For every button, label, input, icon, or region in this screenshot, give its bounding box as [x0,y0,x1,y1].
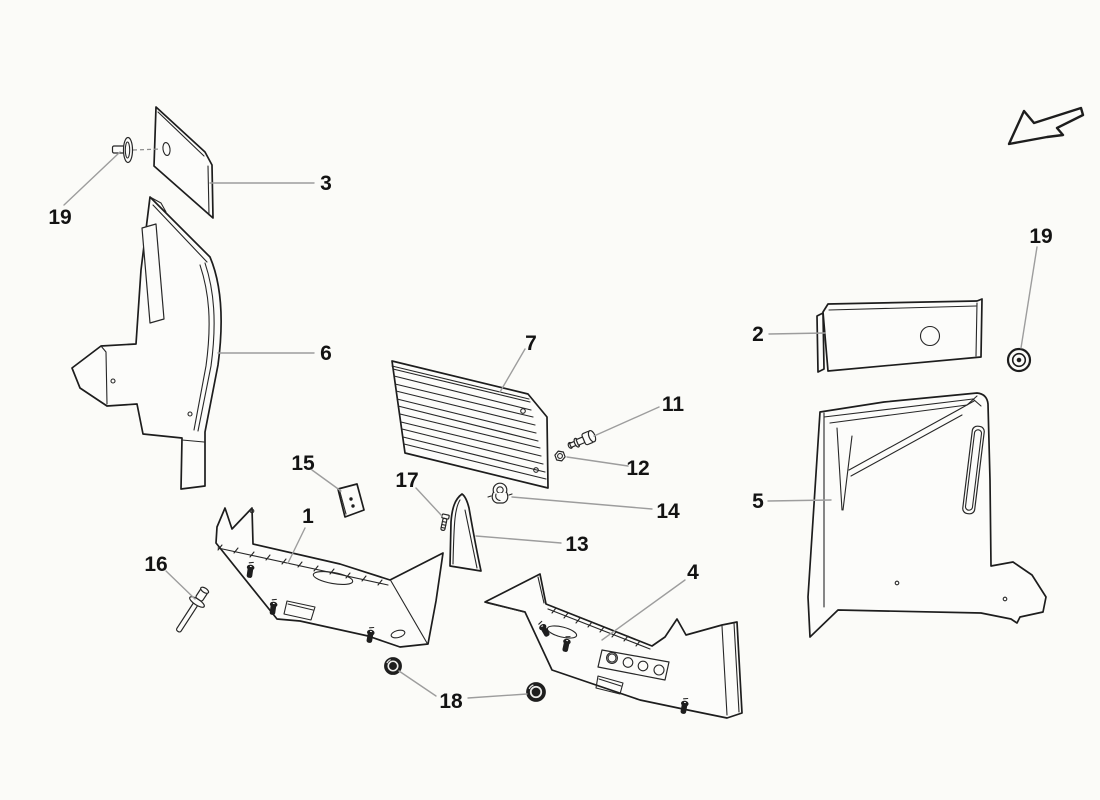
leader-5 [767,499,832,502]
leader-14 [511,496,653,510]
part-1-drawing [215,507,444,648]
callout-19-right: 19 [1029,225,1052,248]
part-14-drawing [487,482,513,504]
leader-15 [311,469,342,492]
callout-13: 13 [565,533,588,556]
callout-labels: 19 3 6 7 11 12 14 13 15 17 1 16 4 18 2 1… [48,172,1052,713]
part-11-drawing [567,429,597,449]
leader-2 [768,332,826,335]
leader-7 [499,348,526,393]
callout-1: 1 [302,505,314,528]
leader-13 [475,535,562,544]
callout-18: 18 [439,690,463,713]
callout-15: 15 [291,452,315,475]
part-2-drawing [816,298,983,373]
part-16-drawing [176,586,210,633]
callout-3: 3 [320,172,332,195]
part-5-drawing [807,392,1047,638]
part-19-left-fastener-drawing [111,136,134,164]
leader-16 [165,570,196,600]
part-6-drawing [71,196,222,490]
callout-6: 6 [320,342,332,365]
leader-18-right [467,693,528,699]
callout-14: 14 [656,500,680,523]
leader-lines [63,151,1038,699]
direction-arrow-icon [1007,106,1085,146]
callout-16: 16 [144,553,167,576]
leader-4 [601,579,686,641]
callout-12: 12 [626,457,649,480]
callout-2: 2 [752,323,764,346]
leader-11 [593,406,660,437]
callout-7: 7 [525,332,537,355]
part-17-drawing [440,513,450,531]
leader-19-right [1020,246,1038,349]
leader-12 [566,456,629,467]
part-13-drawing [449,493,482,572]
part-3-drawing [132,106,214,219]
leader-18-left [398,670,437,697]
callout-19-left: 19 [48,206,71,229]
part-19-right-grommet-drawing [1006,347,1032,373]
callout-4: 4 [687,561,699,584]
part-4-drawing [484,573,743,719]
leader-17 [415,487,443,517]
part-12-drawing [554,450,566,462]
callout-5: 5 [752,490,764,513]
leader-19-left [63,151,121,206]
part-15-drawing [337,483,365,518]
part-7-drawing [391,360,549,489]
leader-1 [287,527,306,564]
callout-11: 11 [662,393,685,416]
callout-17: 17 [395,469,418,492]
